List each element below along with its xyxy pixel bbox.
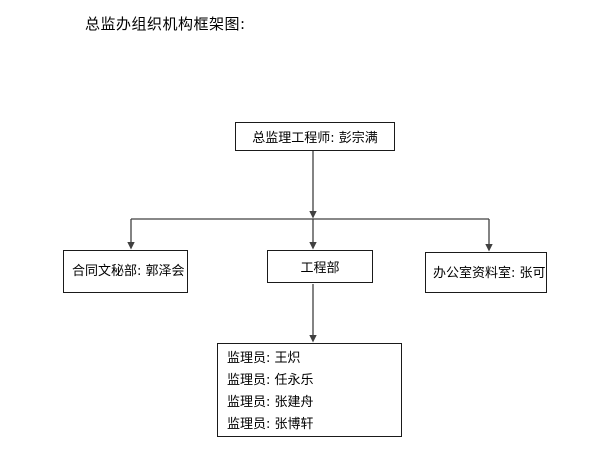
supervisor-line: 监理员: 王炽 (227, 351, 301, 366)
node-contract-secretarial-dept: 合同文秘部: 郭泽会 (63, 250, 188, 293)
node-office-archives-room-label: 办公室资料室: 张可 (433, 266, 546, 281)
supervisor-line: 监理员: 张建舟 (227, 395, 314, 410)
arrowhead-root (309, 211, 317, 219)
arrowhead-right (485, 244, 493, 252)
node-engineering-dept: 工程部 (267, 250, 373, 283)
node-contract-secretarial-dept-label: 合同文秘部: 郭泽会 (72, 264, 185, 279)
node-chief-supervising-engineer-label: 总监理工程师: 彭宗满 (252, 131, 378, 146)
node-chief-supervising-engineer: 总监理工程师: 彭宗满 (235, 122, 395, 151)
page-title: 总监办组织机构框架图: (85, 15, 246, 33)
supervisor-line: 监理员: 任永乐 (227, 373, 314, 388)
arrowhead-left (127, 242, 135, 250)
supervisor-line: 监理员: 张博轩 (227, 417, 314, 432)
node-supervisors-list: 监理员: 王炽 监理员: 任永乐 监理员: 张建舟 监理员: 张博轩 (217, 343, 402, 437)
arrowhead-members (309, 335, 317, 343)
node-office-archives-room: 办公室资料室: 张可 (425, 252, 547, 293)
arrowhead-middle (309, 242, 317, 250)
node-engineering-dept-label: 工程部 (300, 261, 340, 276)
